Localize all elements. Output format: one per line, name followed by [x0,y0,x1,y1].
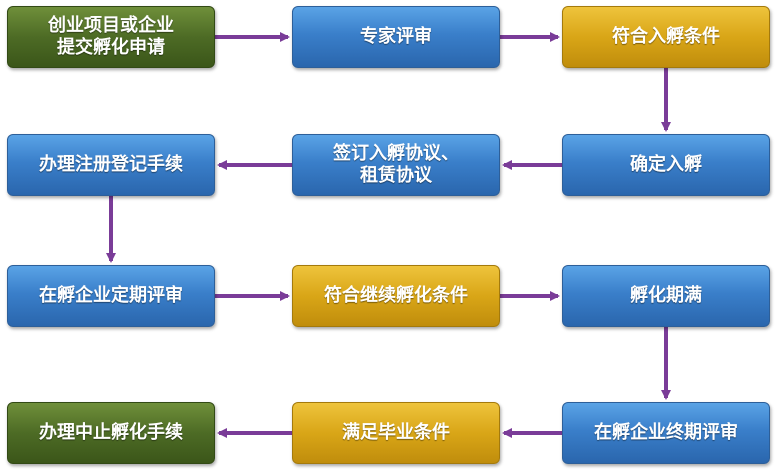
node-graduation-conditions: 满足毕业条件 [292,402,500,464]
node-registration: 办理注册登记手续 [7,134,215,196]
node-final-review: 在孵企业终期评审 [562,402,770,464]
node-apply: 创业项目或企业 提交孵化申请 [7,6,215,68]
node-terminate: 办理中止孵化手续 [7,402,215,464]
node-meet-conditions: 符合入孵条件 [562,6,770,68]
node-continue-conditions: 符合继续孵化条件 [292,265,500,327]
node-periodic-review: 在孵企业定期评审 [7,265,215,327]
node-incubation-expires: 孵化期满 [562,265,770,327]
node-sign-agreements: 签订入孵协议、 租赁协议 [292,134,500,196]
node-confirm-incubation: 确定入孵 [562,134,770,196]
node-expert-review: 专家评审 [292,6,500,68]
